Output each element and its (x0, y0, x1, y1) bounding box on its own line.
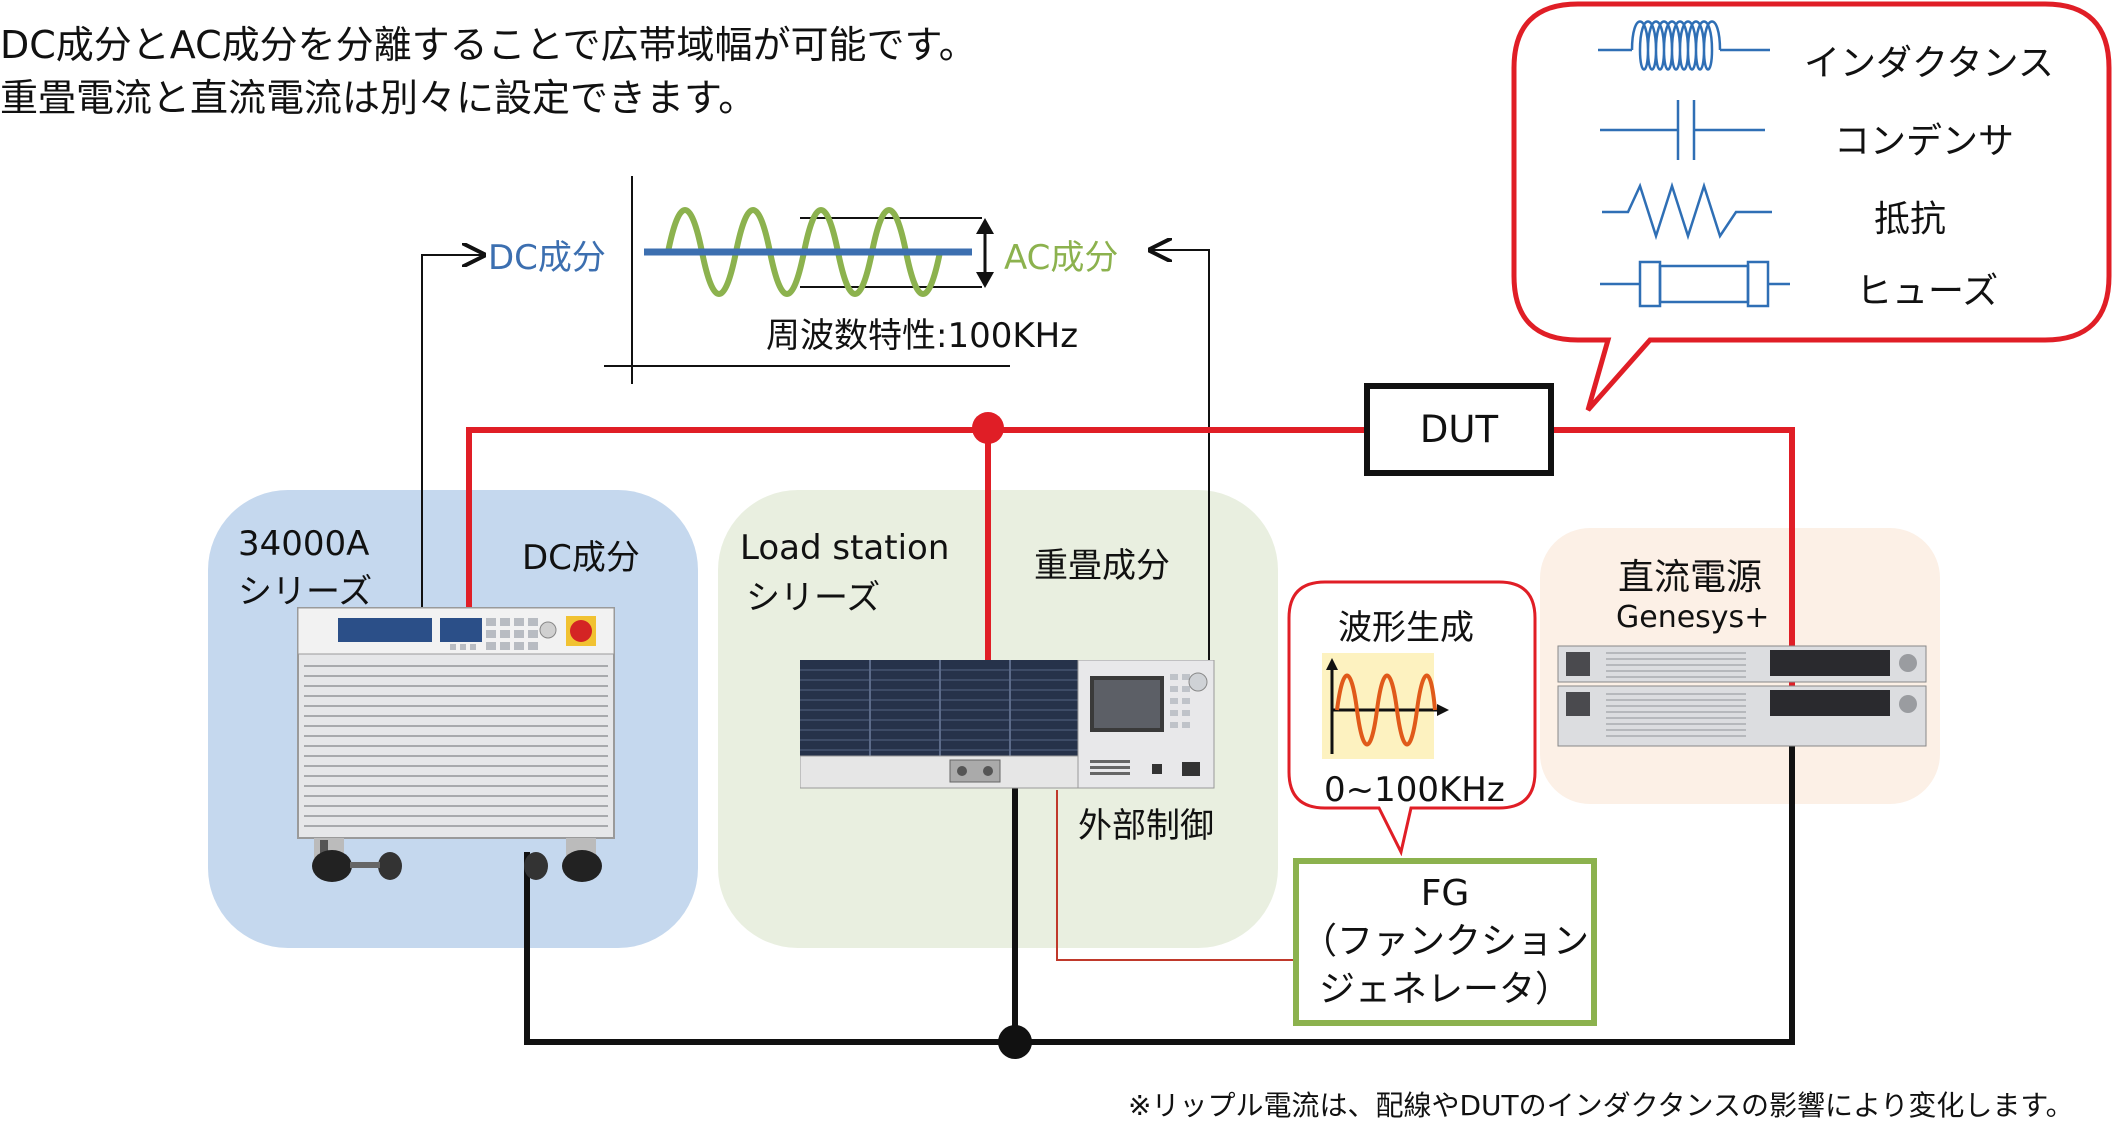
fg-line-3: ジェネレータ） (1318, 969, 1571, 1010)
ac-component-label: AC成分 (1004, 238, 1119, 278)
series-34000-name: 34000A (238, 524, 370, 564)
loadstation-name: Load station (740, 528, 950, 568)
frequency-label: 周波数特性:100KHz (766, 316, 1079, 356)
dc-supply-name: 直流電源 (1618, 557, 1763, 598)
legend-label-resistor: 抵抗 (1874, 199, 1947, 240)
load-34000a-instrument (297, 607, 615, 882)
dut-box: DUT (1364, 383, 1554, 476)
series-34000-component: DC成分 (522, 538, 640, 578)
dc-supply-instrument (1557, 645, 1927, 747)
red-wire-supply (1554, 427, 1795, 720)
resistor-icon (1602, 181, 1772, 241)
loadstation-instrument (800, 660, 1215, 789)
fg-control-line (1056, 790, 1293, 961)
sine-chart-icon (1326, 658, 1449, 754)
legend-label-capacitor: コンデンサ (1834, 121, 2015, 162)
fg-line-2: （ファンクション (1300, 921, 1589, 962)
fuse-icon (1600, 260, 1790, 308)
external-control-label: 外部制御 (1078, 806, 1214, 846)
footnote: ※リップル電流は、配線やDUTのインダクタンスの影響により変化します。 (1128, 1089, 2074, 1122)
waveform-gen-range: 0~100KHz (1324, 770, 1505, 810)
series-34000-suffix: シリーズ (238, 572, 373, 612)
red-junction-dot (972, 412, 1004, 444)
black-junction-dot (998, 1025, 1032, 1059)
dc-signal-line (421, 255, 484, 608)
dc-component-label: DC成分 (488, 238, 606, 278)
waveform-gen-title: 波形生成 (1338, 608, 1474, 648)
fg-line-1: FG (1420, 873, 1470, 914)
black-wire-return (524, 720, 1795, 1045)
legend-callout (1511, 1, 2112, 412)
header-line-2: 重畳電流と直流電流は別々に設定できます。 (0, 76, 757, 120)
header-line-1: DC成分とAC成分を分離することで広帯域幅が可能です。 (0, 23, 977, 67)
function-generator-box: FG （ファンクション ジェネレータ） (1293, 858, 1597, 1026)
inductor-icon (1598, 20, 1770, 71)
capacitor-icon (1600, 100, 1765, 160)
dut-label: DUT (1419, 408, 1499, 451)
red-wire-34000 (466, 427, 1364, 608)
dc-supply-model: Genesys+ (1616, 600, 1770, 635)
legend-label-inductance: インダクタンス (1804, 43, 2054, 84)
loadstation-suffix: シリーズ (746, 578, 881, 618)
legend-label-fuse: ヒューズ (1856, 271, 1999, 312)
waveform-gen-callout (1287, 580, 1537, 856)
loadstation-component: 重畳成分 (1034, 546, 1170, 586)
ac-signal-line (1150, 250, 1210, 660)
